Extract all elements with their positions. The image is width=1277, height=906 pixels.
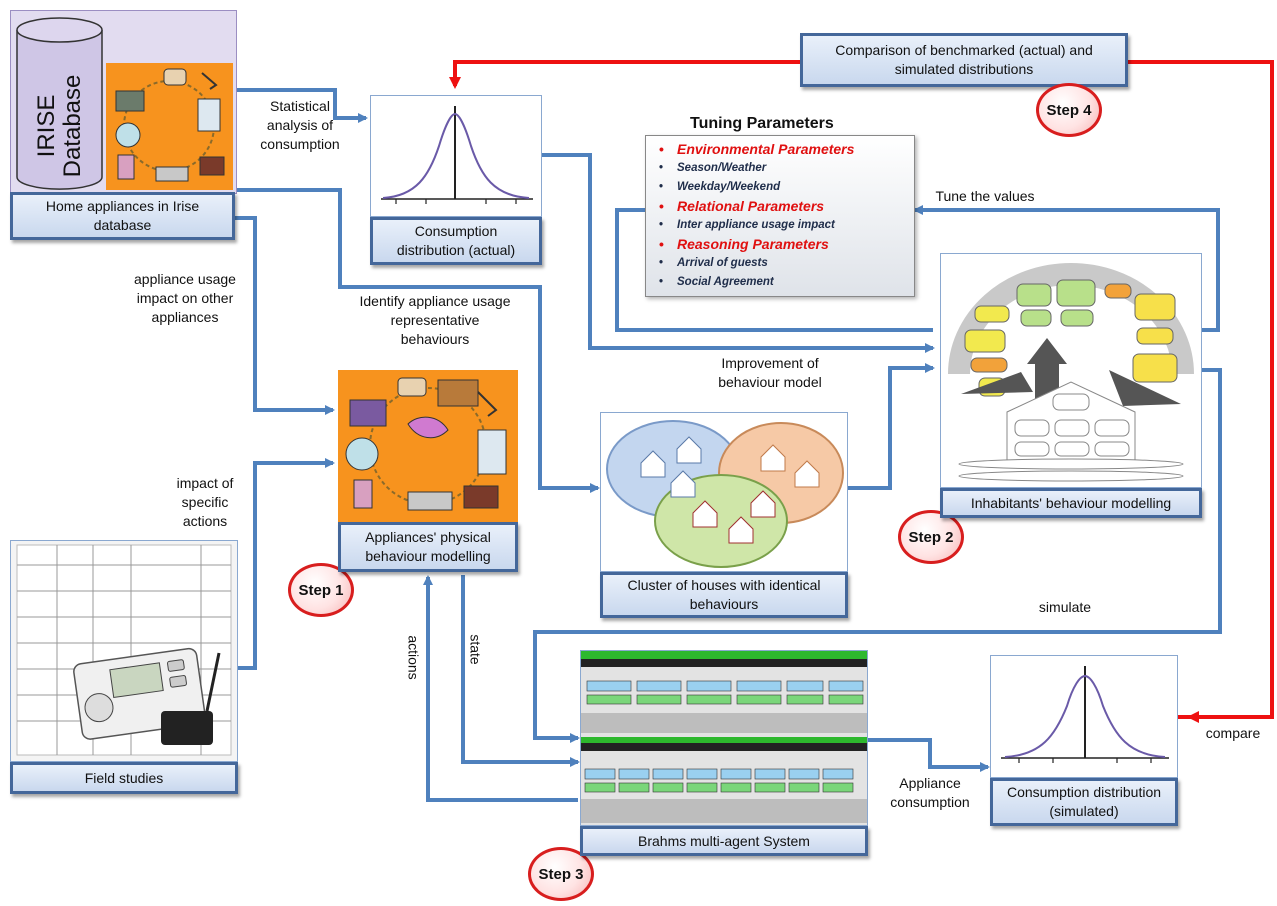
field-studies-image <box>10 540 238 762</box>
edge-label-actions: actions <box>405 635 422 680</box>
step2-badge: Step 2 <box>898 510 964 564</box>
database-label-line1: IRISE <box>33 94 60 158</box>
tuning-item: Reasoning Parameters <box>655 235 854 254</box>
arrow-db-to-appliances <box>235 216 335 415</box>
edge-label-impact-actions: impact of specific actions <box>176 475 234 529</box>
edge-label-improvement: Improvement of behaviour model <box>718 355 822 390</box>
inhabitants-label: Inhabitants' behaviour modelling <box>940 488 1202 518</box>
step1-badge: Step 1 <box>288 563 354 617</box>
arrow-brahms-to-simulated <box>868 738 990 772</box>
arrow-db-to-consumption <box>235 88 368 123</box>
cluster-label: Cluster of houses with identical behavio… <box>600 572 848 618</box>
arrow-state <box>461 575 580 767</box>
arrow-comparison-to-actual <box>449 60 800 89</box>
appliances-physical-label: Appliances' physical behaviour modelling <box>338 522 518 572</box>
tuning-item: Social Agreement <box>655 273 854 292</box>
consumption-actual-chart <box>370 95 542 217</box>
step4-badge: Step 4 <box>1036 83 1102 137</box>
arrow-field-to-appliances <box>238 458 335 670</box>
appliances-image-model <box>338 370 518 522</box>
edge-label-state: state <box>467 634 484 665</box>
tuning-parameters-title: Tuning Parameters <box>690 115 834 132</box>
database-cylinder-icon <box>16 17 103 190</box>
consumption-actual-label: Consumption distribution (actual) <box>370 217 542 265</box>
arrow-cluster-to-inhabitants <box>848 363 935 490</box>
tuning-item: Weekday/Weekend <box>655 178 854 197</box>
comparison-label: Comparison of benchmarked (actual) and s… <box>800 33 1128 87</box>
tuning-item: Season/Weather <box>655 159 854 178</box>
edge-label-statistical: Statistical analysis of consumption <box>260 98 340 152</box>
edge-label-compare: compare <box>1205 725 1261 741</box>
arrow-simulate <box>533 368 1222 743</box>
edge-label-appliance-consumption: Appliance consumption <box>890 775 970 810</box>
database-label-line2: Database <box>59 74 86 178</box>
brahms-timeline-image <box>580 650 868 826</box>
database-label: IRISE Database <box>30 45 90 195</box>
tuning-item: Relational Parameters <box>655 197 854 216</box>
edge-label-usage-impact: appliance usage impact on other applianc… <box>134 271 236 325</box>
consumption-simulated-label: Consumption distribution (simulated) <box>990 778 1178 826</box>
edge-label-simulate: simulate <box>1038 599 1092 615</box>
edge-label-tune: Tune the values <box>935 188 1035 204</box>
tuning-item: Environmental Parameters <box>655 140 854 159</box>
tuning-item: Arrival of guests <box>655 254 854 273</box>
arrow-db-to-cluster <box>235 188 600 493</box>
edge-label-identify: Identify appliance usage representative … <box>359 293 511 347</box>
inhabitants-model-diagram <box>940 253 1202 488</box>
consumption-simulated-chart <box>990 655 1178 778</box>
tuning-parameters-list: Environmental Parameters Season/Weather … <box>655 140 854 292</box>
tuning-item: Inter appliance usage impact <box>655 216 854 235</box>
appliances-image-db <box>106 63 233 190</box>
arrow-consumption-to-inhabitants <box>542 153 935 353</box>
arrow-actions <box>423 575 578 802</box>
step3-badge: Step 3 <box>528 847 594 901</box>
home-appliances-label: Home appliances in Irise database <box>10 192 235 240</box>
field-studies-label: Field studies <box>10 762 238 794</box>
cluster-houses-image <box>600 412 848 572</box>
brahms-label: Brahms multi-agent System <box>580 826 868 856</box>
